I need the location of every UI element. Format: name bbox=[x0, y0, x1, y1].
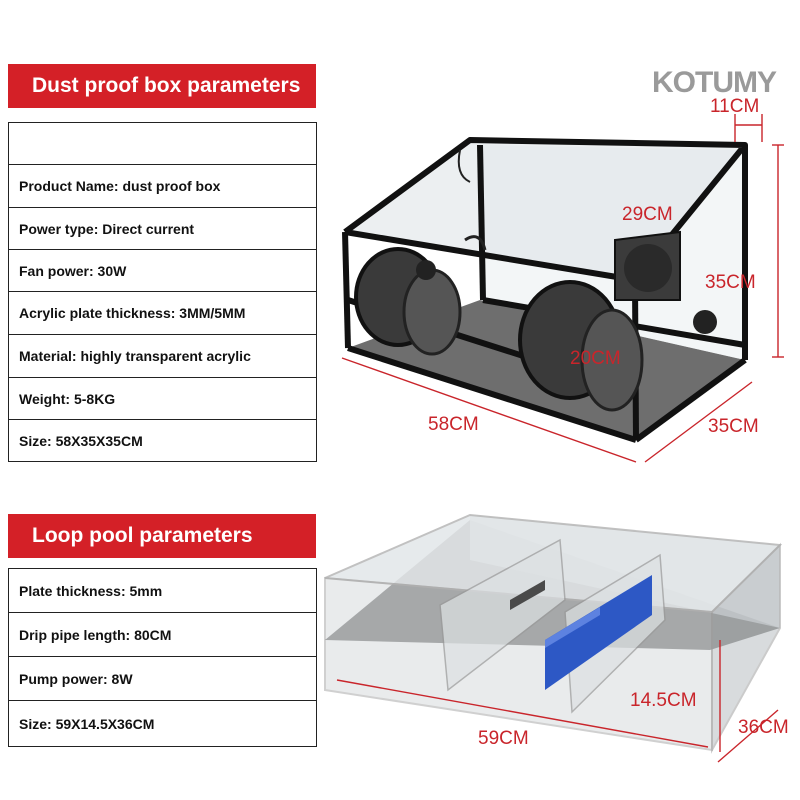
table-cell: Power type: Direct current bbox=[8, 207, 317, 250]
table-cell: Material: highly transparent acrylic bbox=[8, 334, 317, 378]
table-cell: Weight: 5-8KG bbox=[8, 377, 317, 420]
dimension-pool-length: 59CM bbox=[478, 728, 529, 749]
table-row: Plate thickness: 5mm bbox=[8, 568, 317, 613]
table-row bbox=[8, 122, 317, 165]
loop-pool-illustration bbox=[324, 513, 783, 763]
table-cell: Drip pipe length: 80CM bbox=[8, 612, 317, 657]
dimension-port-diameter: 20CM bbox=[570, 348, 621, 369]
brand-logo: KOTUMY bbox=[652, 66, 777, 99]
table-row: Size: 59X14.5X36CM bbox=[8, 700, 317, 747]
table-row: Fan power: 30W bbox=[8, 249, 317, 292]
loop-pool-title-banner: Loop pool parameters bbox=[8, 514, 316, 558]
table-row: Power type: Direct current bbox=[8, 207, 317, 250]
dimension-length: 58CM bbox=[428, 414, 479, 435]
table-cell: Plate thickness: 5mm bbox=[8, 568, 317, 613]
table-cell: Product Name: dust proof box bbox=[8, 164, 317, 208]
dimension-slope: 29CM bbox=[622, 204, 673, 225]
dimension-fan-depth: 11CM bbox=[710, 96, 760, 117]
table-row: Material: highly transparent acrylic bbox=[8, 334, 317, 378]
table-cell bbox=[8, 122, 317, 165]
dust-box-parameters-table: Product Name: dust proof box Power type:… bbox=[8, 122, 317, 462]
table-cell: Acrylic plate thickness: 3MM/5MM bbox=[8, 291, 317, 335]
loop-pool-parameters-table: Plate thickness: 5mm Drip pipe length: 8… bbox=[8, 568, 317, 747]
table-cell: Size: 59X14.5X36CM bbox=[8, 700, 317, 747]
dimension-pool-height: 14.5CM bbox=[630, 690, 697, 711]
dimension-height: 35CM bbox=[705, 272, 756, 293]
table-cell: Pump power: 8W bbox=[8, 656, 317, 701]
table-cell: Fan power: 30W bbox=[8, 249, 317, 292]
table-row: Size: 58X35X35CM bbox=[8, 419, 317, 462]
dimension-depth: 35CM bbox=[708, 416, 759, 437]
table-row: Pump power: 8W bbox=[8, 656, 317, 701]
dimension-pool-depth: 36CM bbox=[738, 717, 789, 738]
dust-proof-box-illustration bbox=[341, 114, 784, 463]
table-row: Product Name: dust proof box bbox=[8, 164, 317, 208]
table-cell: Size: 58X35X35CM bbox=[8, 419, 317, 462]
dust-box-title-banner: Dust proof box parameters bbox=[8, 64, 316, 108]
table-row: Drip pipe length: 80CM bbox=[8, 612, 317, 657]
table-row: Acrylic plate thickness: 3MM/5MM bbox=[8, 291, 317, 335]
table-row: Weight: 5-8KG bbox=[8, 377, 317, 420]
